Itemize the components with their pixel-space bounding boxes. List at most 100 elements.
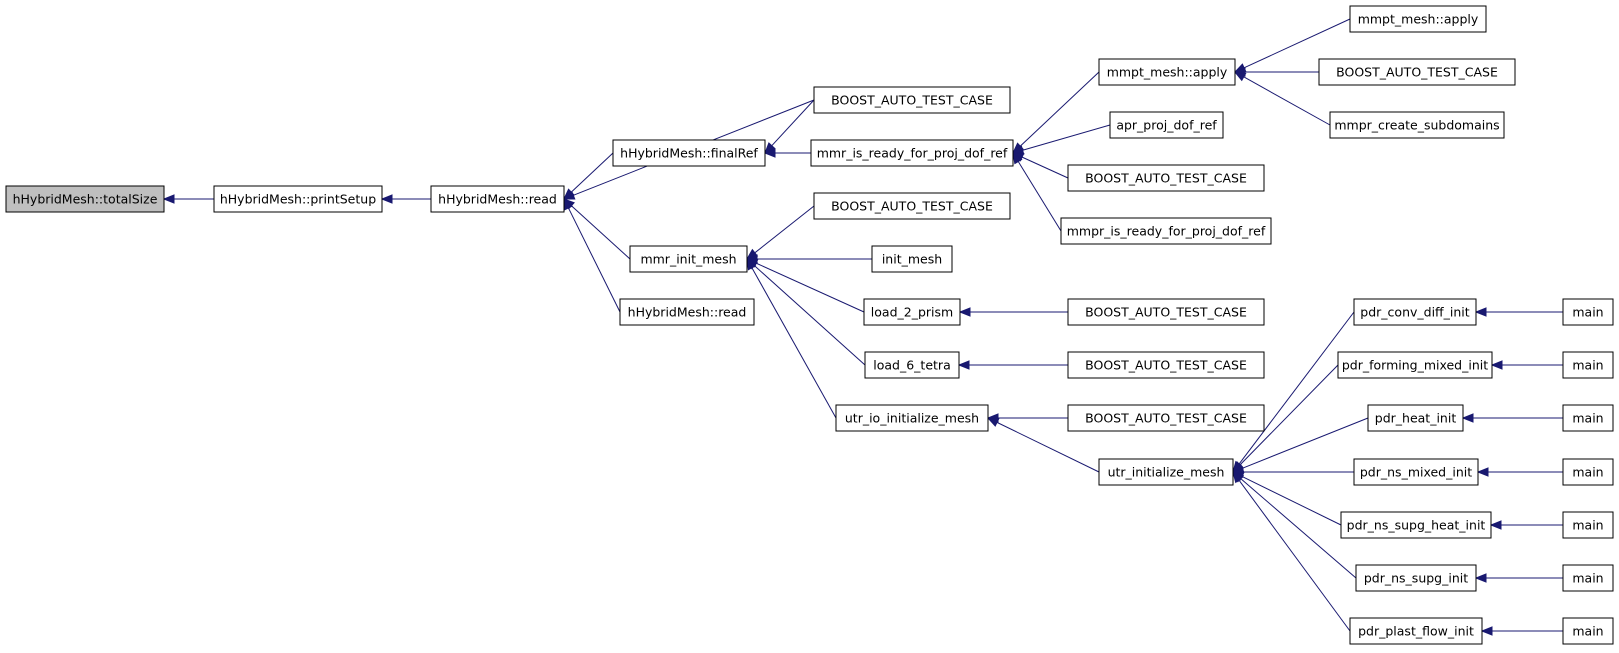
node-label: mmpr_create_subdomains bbox=[1334, 118, 1499, 133]
node-label: pdr_plast_flow_init bbox=[1358, 624, 1474, 639]
node-mmr-init-mesh[interactable]: mmr_init_mesh bbox=[629, 245, 748, 273]
node-label: apr_proj_dof_ref bbox=[1116, 118, 1217, 133]
node-label: main bbox=[1572, 624, 1603, 639]
arrowhead-icon bbox=[763, 148, 776, 158]
arrowhead-icon bbox=[1489, 520, 1502, 530]
node-boost-auto-test-case-4[interactable]: BOOST_AUTO_TEST_CASE bbox=[1067, 298, 1265, 326]
node-mmpt-mesh-apply-1[interactable]: mmpt_mesh::apply bbox=[1098, 58, 1236, 86]
node-mmpr-create-subdomains[interactable]: mmpr_create_subdomains bbox=[1329, 111, 1505, 139]
node-load-6-tetra[interactable]: load_6_tetra bbox=[864, 351, 960, 379]
node-boost-auto-test-case-6[interactable]: BOOST_AUTO_TEST_CASE bbox=[1067, 404, 1265, 432]
node-label: BOOST_AUTO_TEST_CASE bbox=[831, 93, 993, 108]
edge-n33-to-n26 bbox=[1461, 413, 1563, 423]
node-boost-auto-test-case-1[interactable]: BOOST_AUTO_TEST_CASE bbox=[813, 86, 1011, 114]
node-label: utr_io_initialize_mesh bbox=[845, 411, 979, 426]
node-label: pdr_ns_mixed_init bbox=[1360, 465, 1472, 480]
edge-n34-to-n27 bbox=[1476, 467, 1563, 477]
edges-layer bbox=[162, 18, 1563, 636]
node-utr-io-initialize-mesh[interactable]: utr_io_initialize_mesh bbox=[835, 404, 989, 432]
node-main-7[interactable]: main bbox=[1562, 617, 1614, 645]
node-init-mesh[interactable]: init_mesh bbox=[871, 245, 953, 273]
node-pdr-ns-mixed-init[interactable]: pdr_ns_mixed_init bbox=[1353, 458, 1479, 486]
edge-n28-to-n20 bbox=[1231, 471, 1342, 526]
node-boost-auto-test-case-5[interactable]: BOOST_AUTO_TEST_CASE bbox=[1067, 351, 1265, 379]
edge-n3-to-n4 bbox=[764, 99, 815, 154]
node-pdr-heat-init[interactable]: pdr_heat_init bbox=[1367, 404, 1464, 432]
node-label: mmpt_mesh::apply bbox=[1107, 65, 1228, 80]
node-label: hHybridMesh::totalSize bbox=[13, 192, 158, 207]
node-main-5[interactable]: main bbox=[1562, 511, 1614, 539]
node-label: main bbox=[1572, 571, 1603, 586]
node-hhybridmesh-read-2[interactable]: hHybridMesh::read bbox=[619, 298, 755, 326]
node-label: BOOST_AUTO_TEST_CASE bbox=[831, 199, 993, 214]
node-boost-auto-test-case-2[interactable]: BOOST_AUTO_TEST_CASE bbox=[813, 192, 1011, 220]
node-label: BOOST_AUTO_TEST_CASE bbox=[1085, 358, 1247, 373]
edge-n16-to-n7 bbox=[1012, 151, 1062, 232]
node-label: main bbox=[1572, 411, 1603, 426]
edge-n17-to-n10 bbox=[958, 307, 1068, 317]
node-pdr-ns-supg-init[interactable]: pdr_ns_supg_init bbox=[1355, 564, 1477, 592]
node-hhybridmesh-read[interactable]: hHybridMesh::read bbox=[430, 185, 565, 213]
edge-n22-to-n13 bbox=[1233, 67, 1319, 77]
arrowhead-icon bbox=[986, 417, 1000, 427]
node-hhybridmesh-finalref[interactable]: hHybridMesh::finalRef bbox=[612, 139, 766, 167]
node-pdr-forming-mixed-init[interactable]: pdr_forming_mixed_init bbox=[1337, 351, 1493, 379]
node-label: main bbox=[1572, 518, 1603, 533]
edge-n2-to-n1 bbox=[380, 194, 431, 204]
node-load-2-prism[interactable]: load_2_prism bbox=[863, 298, 961, 326]
node-boost-auto-test-case-7[interactable]: BOOST_AUTO_TEST_CASE bbox=[1318, 58, 1516, 86]
node-pdr-conv-diff-init[interactable]: pdr_conv_diff_init bbox=[1353, 298, 1477, 326]
arrowhead-icon bbox=[1474, 573, 1487, 583]
node-label: main bbox=[1572, 465, 1603, 480]
edge-n8-to-n5 bbox=[745, 205, 815, 260]
node-pdr-ns-supg-heat-init[interactable]: pdr_ns_supg_heat_init bbox=[1340, 511, 1492, 539]
node-mmpt-mesh-apply-2[interactable]: mmpt_mesh::apply bbox=[1349, 5, 1487, 33]
node-hhybridmesh-totalsize[interactable]: hHybridMesh::totalSize bbox=[5, 185, 165, 213]
edge-n9-to-n5 bbox=[745, 254, 872, 264]
edge-n1-to-n0 bbox=[162, 194, 214, 204]
edge-n12-to-n5 bbox=[746, 257, 837, 419]
edge-n30-to-n20 bbox=[1232, 470, 1351, 632]
node-label: BOOST_AUTO_TEST_CASE bbox=[1085, 305, 1247, 320]
node-main-1[interactable]: main bbox=[1562, 298, 1614, 326]
node-label: BOOST_AUTO_TEST_CASE bbox=[1085, 171, 1247, 186]
node-label: mmpr_is_ready_for_proj_dof_ref bbox=[1067, 224, 1266, 239]
node-label: pdr_forming_mixed_init bbox=[1342, 358, 1488, 373]
edge-n11-to-n5 bbox=[745, 258, 866, 366]
node-main-4[interactable]: main bbox=[1562, 458, 1614, 486]
edge-n37-to-n30 bbox=[1480, 626, 1563, 636]
node-mmpr-is-ready-for-proj-dof-ref[interactable]: mmpr_is_ready_for_proj_dof_ref bbox=[1060, 217, 1272, 245]
arrowhead-icon bbox=[1232, 470, 1244, 484]
arrowhead-icon bbox=[1476, 467, 1489, 477]
node-label: pdr_ns_supg_heat_init bbox=[1347, 518, 1486, 533]
node-utr-initialize-mesh[interactable]: utr_initialize_mesh bbox=[1098, 458, 1234, 486]
edge-n35-to-n28 bbox=[1489, 520, 1563, 530]
node-label: mmr_init_mesh bbox=[640, 252, 736, 267]
node-mmr-is-ready-for-proj-dof-ref[interactable]: mmr_is_ready_for_proj_dof_ref bbox=[810, 139, 1014, 167]
arrowhead-icon bbox=[957, 360, 970, 370]
edge-n27-to-n20 bbox=[1231, 467, 1354, 477]
node-hhybridmesh-printsetup[interactable]: hHybridMesh::printSetup bbox=[213, 185, 383, 213]
node-pdr-plast-flow-init[interactable]: pdr_plast_flow_init bbox=[1349, 617, 1483, 645]
edge-n36-to-n29 bbox=[1474, 573, 1563, 583]
node-label: init_mesh bbox=[882, 252, 942, 267]
node-label: main bbox=[1572, 305, 1603, 320]
edge-n29-to-n20 bbox=[1231, 471, 1357, 579]
node-label: hHybridMesh::read bbox=[438, 192, 557, 207]
edge-n5-to-n2 bbox=[563, 198, 631, 260]
node-main-3[interactable]: main bbox=[1562, 404, 1614, 432]
node-label: hHybridMesh::printSetup bbox=[220, 192, 376, 207]
node-label: utr_initialize_mesh bbox=[1108, 465, 1225, 480]
node-apr-proj-dof-ref[interactable]: apr_proj_dof_ref bbox=[1109, 111, 1224, 139]
node-label: pdr_heat_init bbox=[1375, 411, 1457, 426]
node-main-6[interactable]: main bbox=[1562, 564, 1614, 592]
edge-n6-to-n2 bbox=[563, 197, 621, 313]
nodes-layer: hHybridMesh::totalSize hHybridMesh::prin… bbox=[5, 5, 1614, 645]
node-label: load_6_tetra bbox=[873, 358, 950, 373]
edge-n32-to-n25 bbox=[1490, 360, 1563, 370]
arrowhead-icon bbox=[1461, 413, 1474, 423]
node-main-2[interactable]: main bbox=[1562, 351, 1614, 379]
node-boost-auto-test-case-3[interactable]: BOOST_AUTO_TEST_CASE bbox=[1067, 164, 1265, 192]
node-label: BOOST_AUTO_TEST_CASE bbox=[1336, 65, 1498, 80]
